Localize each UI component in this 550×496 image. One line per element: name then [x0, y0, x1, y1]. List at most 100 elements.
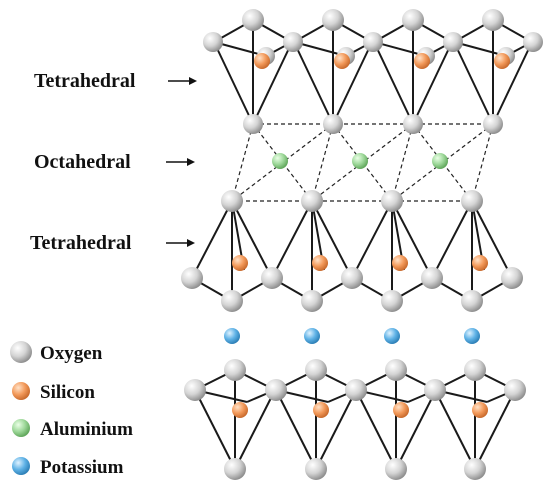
legend-oxygen-label: Oxygen — [40, 343, 103, 364]
tetrahedral-bond — [194, 389, 236, 470]
tetrahedral-bond — [492, 41, 533, 125]
layer-label-bottom-tetrahedral: Tetrahedral — [30, 232, 132, 254]
atoms — [181, 9, 543, 480]
oxygen-atom — [265, 379, 287, 401]
arrow-icon-middle — [166, 158, 195, 166]
tetrahedral-bond — [412, 41, 453, 125]
layer-label-top-tetrahedral: Tetrahedral — [34, 70, 136, 92]
oxygen-atom — [283, 32, 303, 52]
oxygen-atom — [363, 32, 383, 52]
legend-silicon-swatch — [12, 382, 30, 400]
arrow-icon-bottom — [166, 239, 195, 247]
potassium-atom — [304, 328, 320, 344]
oxygen-atom — [301, 290, 323, 312]
oxygen-atom — [461, 190, 483, 212]
silicon-atom — [313, 402, 329, 418]
oxygen-atom — [385, 359, 407, 381]
oxygen-atom — [385, 458, 407, 480]
tetrahedral-bond — [395, 389, 437, 470]
oxygen-atom — [243, 114, 263, 134]
silicon-atom — [232, 255, 248, 271]
silicon-atom — [494, 53, 510, 69]
tetrahedral-bond — [271, 200, 313, 279]
tetrahedral-bond — [315, 389, 357, 470]
oxygen-atom — [464, 458, 486, 480]
oxygen-atom — [181, 267, 203, 289]
oxygen-atom — [461, 290, 483, 312]
oxygen-atom — [501, 267, 523, 289]
potassium-atom — [464, 328, 480, 344]
octahedral-bond — [252, 123, 313, 202]
tetrahedral-bond — [275, 389, 317, 470]
tetrahedral-bond — [293, 41, 334, 125]
oxygen-atom — [224, 359, 246, 381]
oxygen-atom — [402, 9, 424, 31]
oxygen-atom — [323, 114, 343, 134]
oxygen-atom — [305, 458, 327, 480]
oxygen-atom — [504, 379, 526, 401]
legend-oxygen-swatch — [10, 341, 32, 363]
octahedral-bond — [412, 123, 473, 202]
oxygen-atom — [305, 359, 327, 381]
arrow-icon-top — [168, 77, 197, 85]
octahedral-bond — [471, 123, 494, 202]
oxygen-atom — [341, 267, 363, 289]
silicon-atom — [414, 53, 430, 69]
oxygen-atom — [464, 359, 486, 381]
potassium-atom — [224, 328, 240, 344]
tetrahedral-bond — [373, 41, 414, 125]
tetrahedral-bond — [252, 41, 293, 125]
potassium-atom — [384, 328, 400, 344]
legend-silicon-label: Silicon — [40, 382, 95, 403]
silicon-atom — [392, 255, 408, 271]
tetrahedral-bond — [391, 200, 433, 279]
tetrahedral-bond — [311, 200, 353, 279]
octahedral-bond — [332, 123, 393, 202]
tetrahedral-bond — [231, 200, 273, 279]
oxygen-atom — [443, 32, 463, 52]
oxygen-atom — [322, 9, 344, 31]
tetrahedral-bond — [474, 389, 516, 470]
oxygen-atom — [381, 290, 403, 312]
oxygen-atom — [242, 9, 264, 31]
legend-potassium-swatch — [12, 457, 30, 475]
silicon-atom — [232, 402, 248, 418]
oxygen-atom — [345, 379, 367, 401]
oxygen-atom — [403, 114, 423, 134]
oxygen-atom — [424, 379, 446, 401]
oxygen-atom — [482, 9, 504, 31]
silicon-atom — [472, 255, 488, 271]
legend: Oxygen Silicon Aluminium Potassium — [10, 341, 133, 478]
octahedral-bond — [391, 123, 414, 202]
silicon-atom — [472, 402, 488, 418]
tetrahedral-bond — [434, 389, 476, 470]
tetrahedral-bond — [351, 200, 393, 279]
silicon-atom — [312, 255, 328, 271]
oxygen-atom — [203, 32, 223, 52]
silicon-atom — [334, 53, 350, 69]
tetrahedral-bond — [234, 389, 276, 470]
tetrahedral-bond — [332, 41, 373, 125]
legend-potassium-label: Potassium — [40, 457, 124, 478]
oxygen-atom — [221, 290, 243, 312]
oxygen-atom — [483, 114, 503, 134]
bond-lines — [191, 19, 533, 470]
oxygen-atom — [184, 379, 206, 401]
legend-aluminium-label: Aluminium — [40, 419, 133, 440]
legend-aluminium-swatch — [12, 419, 30, 437]
oxygen-atom — [261, 267, 283, 289]
oxygen-atom — [221, 190, 243, 212]
tetrahedral-bond — [453, 41, 494, 125]
aluminium-atom — [352, 153, 368, 169]
oxygen-atom — [224, 458, 246, 480]
octahedral-bond — [311, 123, 334, 202]
tetrahedral-bond — [471, 200, 513, 279]
oxygen-atom — [421, 267, 443, 289]
tetrahedral-bond — [191, 200, 233, 279]
oxygen-atom — [381, 190, 403, 212]
tetrahedral-bond — [431, 200, 473, 279]
layer-label-octahedral: Octahedral — [34, 151, 131, 173]
oxygen-atom — [523, 32, 543, 52]
